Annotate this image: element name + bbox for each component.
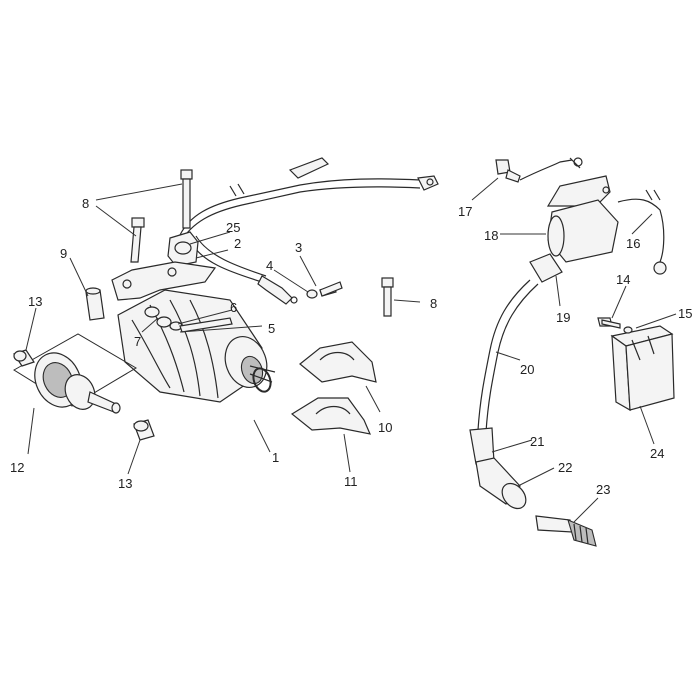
callout-21: 21	[530, 434, 544, 449]
callout-15: 15	[678, 306, 692, 321]
callout-12: 12	[10, 460, 24, 475]
ht-lead	[477, 279, 539, 433]
bolt-lower	[130, 217, 145, 263]
bushing-left	[13, 349, 35, 367]
callout-22: 22	[558, 460, 572, 475]
callout-8b: 8	[430, 296, 437, 311]
callout-16: 16	[626, 236, 640, 251]
ignition-coil	[529, 157, 619, 283]
callout-13a: 13	[28, 294, 42, 309]
cable-clamp	[167, 231, 199, 267]
callout-23: 23	[596, 482, 610, 497]
callout-5: 5	[268, 321, 275, 336]
cdi-unit	[610, 325, 675, 412]
rubber-mount-upper	[299, 341, 377, 383]
bolt-cdi	[597, 317, 621, 329]
spark-plug-cap	[469, 427, 527, 510]
callout-8a: 8	[82, 196, 89, 211]
callout-25: 25	[226, 220, 240, 235]
callout-7: 7	[134, 334, 141, 349]
primary-wire	[495, 157, 581, 183]
rubber-mount-lower	[290, 397, 372, 435]
bolt-right	[381, 277, 394, 317]
bolt-small	[319, 281, 343, 297]
callout-3: 3	[295, 240, 302, 255]
ground-wire	[617, 189, 667, 275]
callout-4: 4	[266, 258, 273, 273]
spacer-sleeve	[85, 287, 105, 321]
bushing-right	[133, 419, 155, 441]
callout-20: 20	[520, 362, 534, 377]
callout-1: 1	[272, 450, 279, 465]
starter-drive-gear	[13, 333, 137, 414]
callout-14: 14	[616, 272, 630, 287]
callout-labels: 1 2 3 4 5 6 7 8 8 9 10 11 12 13 13 14 15…	[10, 196, 692, 497]
callout-2: 2	[234, 236, 241, 251]
starter-bracket	[111, 261, 217, 301]
washer-cdi	[623, 326, 633, 334]
callout-17: 17	[458, 204, 472, 219]
callout-6: 6	[230, 300, 237, 315]
callout-11: 11	[344, 474, 358, 489]
starter-motor	[117, 289, 276, 403]
callout-9: 9	[60, 246, 67, 261]
spark-plug	[535, 515, 597, 547]
callout-18: 18	[484, 228, 498, 243]
callout-13b: 13	[118, 476, 132, 491]
callout-19: 19	[556, 310, 570, 325]
callout-10: 10	[378, 420, 392, 435]
callout-24: 24	[650, 446, 664, 461]
bolt-upper	[180, 169, 193, 229]
starter-cable	[179, 157, 439, 305]
leader-lines	[25, 177, 677, 523]
